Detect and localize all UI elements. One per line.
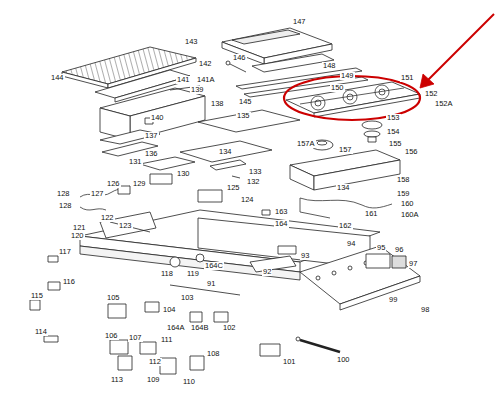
callout-number: 153 bbox=[386, 114, 401, 122]
callout-number: 122 bbox=[100, 214, 115, 222]
callout-number: 125 bbox=[226, 184, 241, 192]
callout-number: 162 bbox=[338, 222, 353, 230]
callout-number: 164A bbox=[166, 324, 186, 332]
callout-number: 114 bbox=[34, 328, 48, 336]
callout-number: 136 bbox=[144, 150, 159, 158]
callout-number: 155 bbox=[388, 140, 403, 148]
callout-number: 159 bbox=[396, 190, 411, 198]
callout-number: 129 bbox=[132, 180, 147, 188]
callout-number: 118 bbox=[160, 270, 174, 278]
callout-number: 104 bbox=[162, 306, 177, 314]
callout-number: 137 bbox=[144, 132, 159, 140]
callout-number: 107 bbox=[128, 334, 143, 342]
callout-number: 140 bbox=[150, 114, 165, 122]
callout-number: 157A bbox=[296, 140, 316, 148]
callout-number: 105 bbox=[106, 294, 121, 302]
callout-number: 141 bbox=[176, 76, 191, 84]
callout-number: 141A bbox=[196, 76, 216, 84]
callout-number: 119 bbox=[186, 270, 200, 278]
callout-number: 160A bbox=[400, 211, 420, 219]
callout-number: 147 bbox=[292, 18, 307, 26]
callout-number: 108 bbox=[206, 350, 221, 358]
callout-number: 99 bbox=[388, 296, 398, 304]
callout-number: 144 bbox=[50, 74, 65, 82]
callout-number: 103 bbox=[180, 294, 195, 302]
callout-number: 152 bbox=[424, 90, 439, 98]
callout-number: 91 bbox=[206, 280, 216, 288]
callout-number: 131 bbox=[128, 158, 143, 166]
callout-number: 143 bbox=[184, 38, 199, 46]
callout-number: 120 bbox=[70, 232, 85, 240]
callout-number: 164 bbox=[274, 220, 289, 228]
callout-number: 106 bbox=[104, 332, 119, 340]
callout-number: 116 bbox=[62, 278, 76, 286]
callout-number: 101 bbox=[282, 358, 297, 366]
callout-number: 164C bbox=[204, 262, 224, 270]
callout-number: 156 bbox=[404, 148, 419, 156]
callout-number: 94 bbox=[346, 240, 356, 248]
callout-number: 139 bbox=[190, 86, 205, 94]
callout-number: 121 bbox=[72, 224, 87, 232]
callout-number: 134 bbox=[218, 148, 233, 156]
callout-number: 109 bbox=[146, 376, 161, 384]
callout-number: 128 bbox=[56, 190, 71, 198]
callout-number: 134 bbox=[336, 184, 351, 192]
callout-number: 149 bbox=[340, 72, 355, 80]
callout-number: 135 bbox=[236, 112, 251, 120]
callout-number: 127 bbox=[90, 190, 105, 198]
callout-number: 123 bbox=[118, 222, 133, 230]
callout-number: 110 bbox=[182, 378, 196, 386]
callout-number: 157 bbox=[338, 146, 353, 154]
callout-number: 152A bbox=[434, 100, 454, 108]
callout-number: 96 bbox=[394, 246, 404, 254]
callout-number: 150 bbox=[330, 84, 345, 92]
callout-number: 133 bbox=[248, 168, 263, 176]
callout-number: 126 bbox=[106, 180, 121, 188]
callout-number: 124 bbox=[240, 196, 255, 204]
callout-number: 138 bbox=[210, 100, 225, 108]
callout-number: 154 bbox=[386, 128, 401, 136]
callout-number: 98 bbox=[420, 306, 430, 314]
callout-number: 161 bbox=[364, 210, 379, 218]
callout-number: 117 bbox=[58, 248, 72, 256]
callout-number: 102 bbox=[222, 324, 237, 332]
callout-number: 115 bbox=[30, 292, 44, 300]
callout-number: 112 bbox=[148, 358, 162, 366]
callout-number: 132 bbox=[246, 178, 261, 186]
callout-number: 95 bbox=[376, 244, 386, 252]
callout-number: 130 bbox=[176, 170, 191, 178]
callout-number: 113 bbox=[110, 376, 124, 384]
callout-number: 146 bbox=[232, 54, 247, 62]
callout-number: 158 bbox=[396, 176, 411, 184]
callout-number: 92 bbox=[262, 268, 272, 276]
callout-number: 145 bbox=[238, 98, 253, 106]
callout-number: 160 bbox=[400, 200, 415, 208]
callout-number: 100 bbox=[336, 356, 351, 364]
callout-number: 151 bbox=[400, 74, 415, 82]
callout-number: 97 bbox=[408, 260, 418, 268]
callout-number: 128 bbox=[58, 202, 73, 210]
callout-number: 142 bbox=[198, 60, 213, 68]
callout-number: 93 bbox=[300, 252, 310, 260]
callout-number: 148 bbox=[322, 62, 337, 70]
callout-number: 163 bbox=[274, 208, 289, 216]
callout-number: 164B bbox=[190, 324, 210, 332]
callout-number: 111 bbox=[160, 336, 173, 344]
